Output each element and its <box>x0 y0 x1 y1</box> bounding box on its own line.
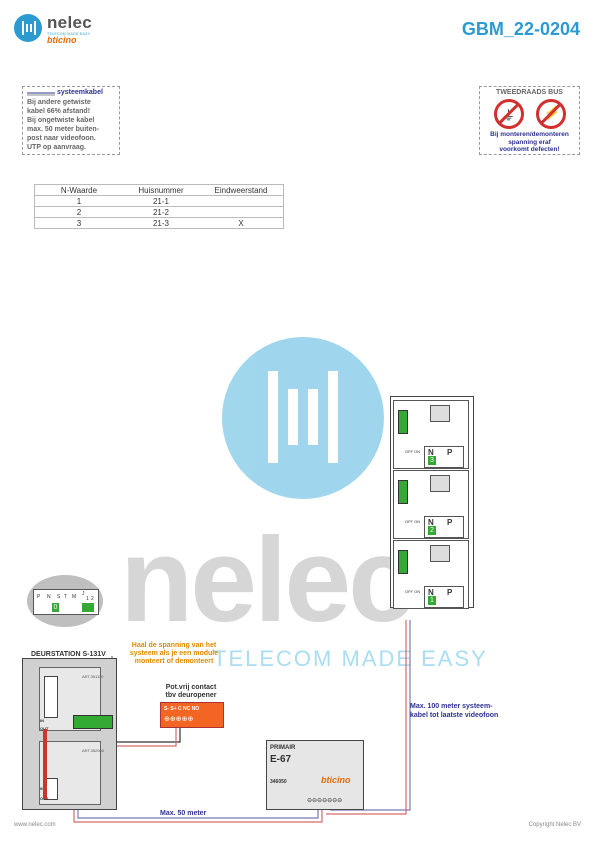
monitor-screen-icon <box>430 475 450 492</box>
np-selector: N P 1 <box>424 586 464 608</box>
n-value: 3 <box>428 456 436 465</box>
warning-box: TWEEDRAADS BUS ⏚ ⚡ Bij monteren/demonter… <box>479 86 580 155</box>
brand-tagline: TELECOM MADE EASY <box>47 32 91 36</box>
no-power-icon: ⚡ <box>536 99 566 129</box>
table-cell: 21-2 <box>123 206 199 218</box>
max-50-note: Max. 50 meter <box>160 810 207 817</box>
table-cell: 3 <box>34 217 123 229</box>
monitor-unit: OFF ON N P 1 <box>393 540 469 609</box>
p-label: P <box>447 448 453 457</box>
inset-label: P <box>37 594 41 600</box>
monitor-unit: OFF ON N P 3 <box>393 400 469 469</box>
relay-module: S- S+ C NC NO ⊕⊕⊕⊕⊕ <box>160 702 224 728</box>
power-supply-e67: PRIMAIR E-67 346050 bticino ⊖⊖⊖⊖⊖⊖⊖ <box>266 740 364 810</box>
table-row: 2 21-2 <box>34 206 284 218</box>
out-label: OUT <box>40 726 48 731</box>
inset-label: M <box>72 594 77 600</box>
warning-title: TWEEDRAADS BUS <box>496 89 563 96</box>
watermark-bars-icon <box>268 371 338 463</box>
inset-label: 1 <box>86 596 89 602</box>
n-value: 2 <box>428 526 436 535</box>
inset-label: S <box>57 594 61 600</box>
table-row: 1 21-1 <box>34 195 284 207</box>
table-header-row: N-Waarde Huisnummer Eindweerstand <box>34 184 284 196</box>
inset-label: J <box>82 591 85 597</box>
door-station-title: DEURSTATION S-131V <box>31 651 106 658</box>
np-selector: N P 3 <box>424 446 464 468</box>
inset-jumper <box>82 603 94 612</box>
primary-label: PRIMAIR <box>270 745 296 751</box>
monitor-terminal-strip <box>398 410 408 434</box>
inset-label: T <box>64 594 68 600</box>
monitor-screen-icon <box>430 545 450 562</box>
n-label: N <box>428 518 434 527</box>
table-cell <box>199 195 284 207</box>
n-value: 1 <box>428 596 436 605</box>
table-row: 3 21-3 X <box>34 217 284 229</box>
terminal-block-green <box>73 715 113 729</box>
offon-label: OFF ON <box>405 589 421 594</box>
module-connector <box>44 676 58 718</box>
watermark-logo-circle <box>222 337 384 499</box>
offon-label: OFF ON <box>405 449 421 454</box>
module-top-label: ART.351110 <box>82 674 104 679</box>
table-cell: X <box>199 217 284 229</box>
flat-cable <box>43 729 47 799</box>
cable-note-heading: systeemkabel <box>57 89 103 96</box>
module-bottom: ART.352000 IN OUT <box>39 741 104 805</box>
relay-title: Pot.vrij contact tbv deuropener <box>165 684 217 699</box>
monitor-unit: OFF ON N P 2 <box>393 470 469 539</box>
psu-model: E-67 <box>270 754 292 765</box>
offon-label: OFF ON <box>405 519 421 524</box>
column-header: Eindweerstand <box>199 184 284 196</box>
relay-terminals: S- S+ C NC NO <box>164 706 200 712</box>
cable-note-text: Bij andere getwiste kabel 66% afstand! B… <box>27 99 99 151</box>
door-station-body: ART.351110 IN OUT ART.352000 IN OUT <box>22 658 117 810</box>
table-cell: 21-1 <box>123 195 199 207</box>
screw-terminals-icon: ⊕⊕⊕⊕⊕ <box>164 716 194 723</box>
inset-label: 2 <box>91 596 94 602</box>
psu-code: 346050 <box>270 779 287 785</box>
table-cell: 1 <box>34 195 123 207</box>
no-plug-icon: ⏚ <box>494 99 524 129</box>
watermark-tagline: TELECOM MADE EASY <box>213 646 488 671</box>
p-label: P <box>447 518 453 527</box>
power-warning-note: Haal de spanning van het systeem als je … <box>129 642 219 665</box>
inset-n-value: 0 <box>52 603 59 612</box>
cable-lines-icon <box>27 92 55 96</box>
logo-mark-icon <box>14 14 42 42</box>
footer-copyright: Copyright Nelec BV <box>528 822 581 828</box>
in-label: IN <box>40 786 44 791</box>
module-bottom-label: ART.352000 <box>82 748 104 753</box>
max-100-note: Max. 100 meter systeem- kabel tot laatst… <box>410 703 499 719</box>
address-table: N-Waarde Huisnummer Eindweerstand 1 21-1… <box>34 184 284 229</box>
document-id: GBM_22-0204 <box>461 19 580 39</box>
warning-text: Bij monteren/demonteren spanning eraf vo… <box>490 131 569 153</box>
psu-terminals-icon: ⊖⊖⊖⊖⊖⊖⊖ <box>307 798 343 804</box>
column-header: N-Waarde <box>34 184 123 196</box>
table-cell: 2 <box>34 206 123 218</box>
monitor-screen-icon <box>430 405 450 422</box>
module-top: ART.351110 IN OUT <box>39 667 104 731</box>
monitor-terminal-strip <box>398 480 408 504</box>
p-label: P <box>447 588 453 597</box>
in-label: IN <box>40 718 44 723</box>
column-header: Huisnummer <box>123 184 199 196</box>
monitor-terminal-strip <box>398 550 408 574</box>
inset-terminal-block: P N S T M J 1 2 0 <box>33 589 99 615</box>
table-cell: 21-3 <box>123 217 199 229</box>
nelec-logo: nelec TELECOM MADE EASY bticino <box>14 13 124 45</box>
watermark-text: nelec <box>120 513 415 647</box>
np-selector: N P 2 <box>424 516 464 538</box>
table-cell <box>199 206 284 218</box>
n-label: N <box>428 588 434 597</box>
footer-website: www.nelec.com <box>14 822 56 828</box>
cable-note-box: systeemkabel Bij andere getwiste kabel 6… <box>22 86 120 155</box>
inset-terminal-zoom: P N S T M J 1 2 0 <box>27 575 103 627</box>
inset-label: N <box>47 594 51 600</box>
brand-partner: bticino <box>47 35 77 45</box>
brand-name: nelec <box>47 13 92 32</box>
psu-brand: bticino <box>321 775 351 785</box>
n-label: N <box>428 448 434 457</box>
